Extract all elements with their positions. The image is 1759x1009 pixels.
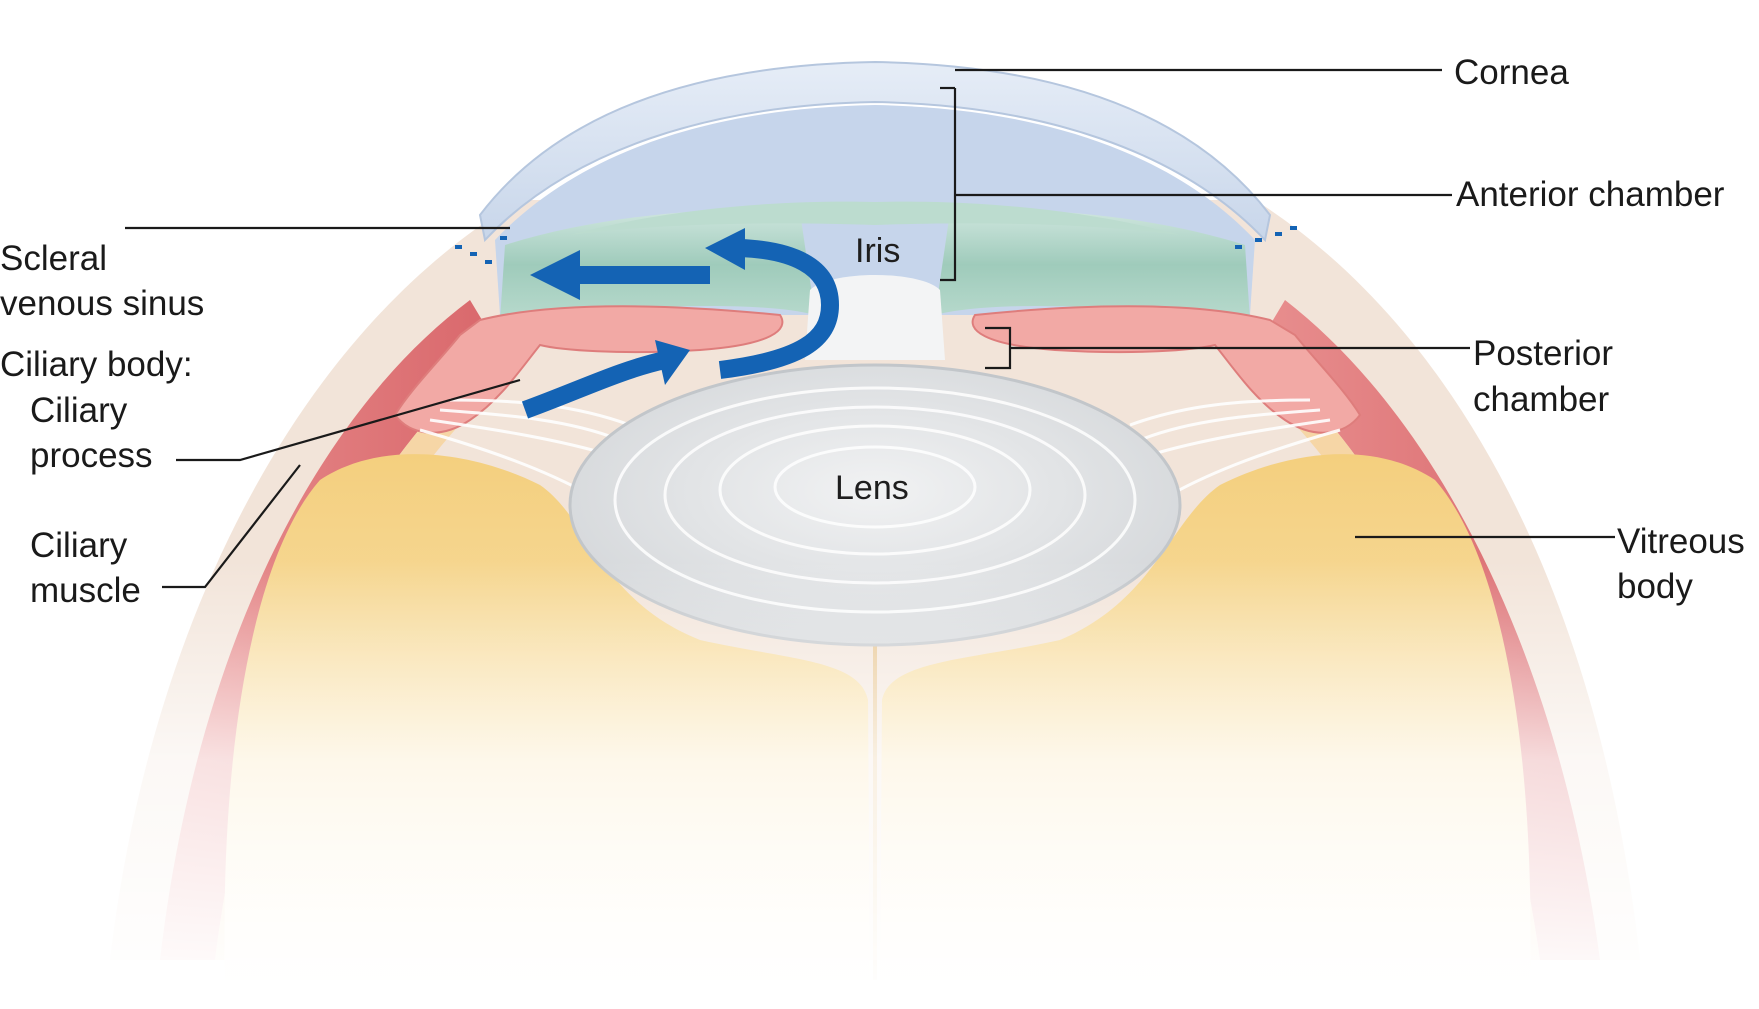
cornea <box>478 60 1272 243</box>
label-scleral-line1: Scleral <box>0 239 107 278</box>
aqueous-flow-arrow <box>521 239 840 419</box>
label-ciliary-body: Ciliary body: <box>0 345 193 384</box>
label-lens: Lens <box>835 469 909 507</box>
label-scleral-line2: venous sinus <box>0 284 205 323</box>
iris-top <box>570 201 1180 235</box>
label-ciliary-muscle-line1: Ciliary <box>30 526 128 565</box>
label-ciliary-muscle-line2: muscle <box>30 571 141 610</box>
label-cornea: Cornea <box>1454 53 1569 92</box>
label-vitreous-line2: body <box>1617 567 1693 606</box>
label-iris: Iris <box>855 232 901 270</box>
zonule-fibers <box>419 398 1341 497</box>
label-ciliary-process-line2: process <box>30 436 153 475</box>
label-ciliary-process-line1: Ciliary <box>30 391 128 430</box>
label-anterior-chamber: Anterior chamber <box>1456 175 1725 214</box>
label-vitreous-line1: Vitreous <box>1617 522 1745 561</box>
leader-lines <box>125 68 1615 589</box>
scleral-venous-sinus-marks <box>455 226 1297 264</box>
label-posterior-line1: Posterior <box>1473 334 1614 373</box>
pupil <box>805 275 945 360</box>
iris-right <box>935 209 1250 320</box>
label-posterior-line2: chamber <box>1473 380 1610 419</box>
bottom-fade <box>0 560 1759 1004</box>
aqueous-flow-arrowheads <box>530 228 745 385</box>
